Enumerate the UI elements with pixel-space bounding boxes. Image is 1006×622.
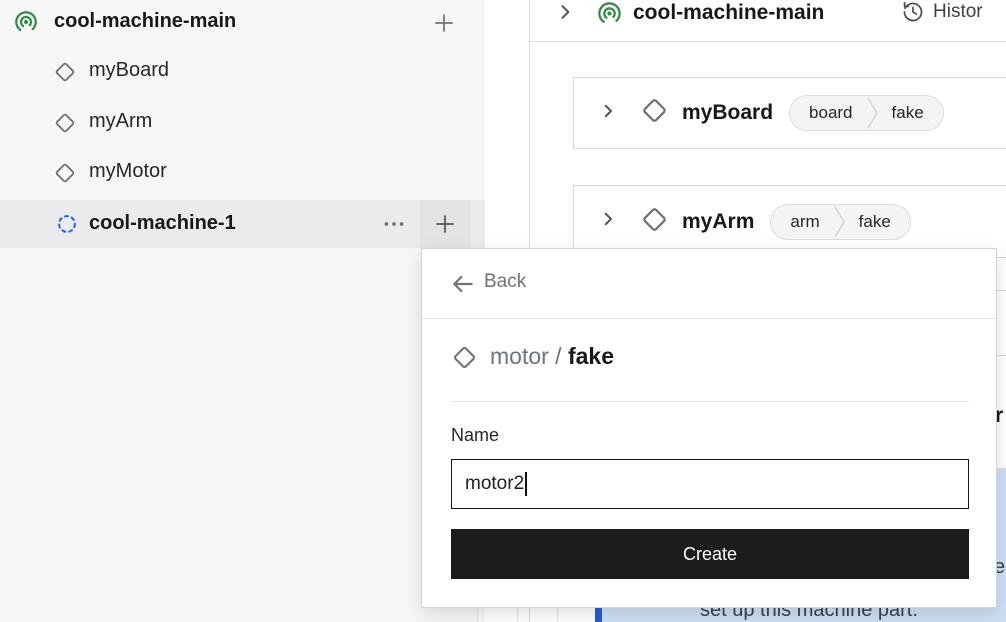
badge-model: fake (858, 211, 891, 231)
component-type-badge: arm fake (770, 203, 911, 240)
sidebar-item-label: myArm (89, 110, 153, 132)
text-selection-fragment (997, 468, 1006, 622)
main-header: cool-machine-main Histor (530, 0, 1006, 42)
component-diamond-icon (641, 97, 668, 129)
modal-title: motor / fake (490, 343, 614, 370)
plus-icon (435, 14, 453, 32)
plus-icon (436, 215, 454, 233)
create-component-modal: Back motor / fake Name motor2 Create (421, 248, 997, 608)
component-diamond-icon (54, 162, 76, 189)
add-part-button[interactable] (428, 8, 460, 38)
pending-part-dashed-circle-icon (56, 213, 78, 240)
badge-chevron-divider-icon (866, 97, 878, 129)
sidebar: cool-machine-main myBoard myArm myMotor (0, 0, 485, 622)
history-icon (903, 1, 923, 22)
create-button[interactable]: Create (451, 529, 969, 579)
badge-type: board (809, 103, 853, 122)
back-button[interactable]: Back (422, 249, 996, 319)
more-options-button[interactable] (378, 210, 410, 238)
component-type-badge: board fake (789, 95, 944, 131)
sidebar-item-label: cool-machine-1 (89, 212, 236, 234)
history-label: Histor (933, 1, 983, 22)
occluded-text-fragment: e (994, 556, 1006, 578)
collapse-chevron-icon[interactable] (555, 2, 575, 27)
component-diamond-icon (54, 61, 76, 88)
sidebar-item-myboard[interactable]: myBoard (0, 47, 485, 97)
main-machine-name: cool-machine-main (633, 1, 825, 24)
occluded-text-fragment: r (995, 404, 1004, 427)
callout-accent-bar (595, 607, 602, 622)
sidebar-item-mymotor[interactable]: myMotor (0, 148, 485, 198)
occluded-border-fragment (557, 608, 558, 622)
modal-title-row: motor / fake (422, 319, 996, 401)
sidebar-item-label: myMotor (89, 160, 167, 182)
machine-icon (596, 0, 623, 32)
sidebar-machine-name[interactable]: cool-machine-main (54, 10, 237, 32)
machine-icon (13, 9, 39, 40)
ellipsis-icon (384, 222, 404, 226)
back-label: Back (484, 271, 527, 292)
name-input-value: motor2 (465, 473, 525, 494)
component-type-label: motor / (490, 343, 568, 369)
back-arrow-icon (450, 271, 476, 302)
text-cursor (525, 472, 528, 496)
badge-type: arm (790, 211, 820, 231)
component-name: myArm (682, 209, 755, 233)
history-button[interactable]: Histor (901, 0, 983, 24)
sidebar-item-label: myBoard (89, 59, 170, 81)
component-model-label: fake (567, 343, 615, 369)
sidebar-item-myarm[interactable]: myArm (0, 98, 485, 148)
component-diamond-icon (452, 345, 477, 375)
badge-model: fake (891, 103, 924, 122)
expand-chevron-icon[interactable] (599, 102, 617, 125)
expand-chevron-icon[interactable] (599, 210, 617, 233)
occluded-border-fragment (517, 608, 518, 622)
component-card-myarm[interactable]: myArm arm fake (573, 185, 1006, 258)
sidebar-header: cool-machine-main (0, 0, 485, 46)
badge-chevron-divider-icon (834, 206, 845, 237)
sidebar-item-cool-machine-1[interactable]: cool-machine-1 (0, 200, 485, 248)
name-input[interactable]: motor2 (451, 459, 969, 509)
modal-divider (451, 401, 969, 402)
name-field-label: Name (451, 425, 500, 445)
text-selection-highlight (602, 607, 1006, 622)
component-diamond-icon (641, 206, 668, 238)
component-name: myBoard (682, 101, 774, 124)
component-diamond-icon (54, 112, 76, 139)
component-card-myboard[interactable]: myBoard board fake (573, 77, 1006, 149)
occluded-border-fragment (477, 608, 478, 622)
add-component-button[interactable] (420, 200, 470, 248)
